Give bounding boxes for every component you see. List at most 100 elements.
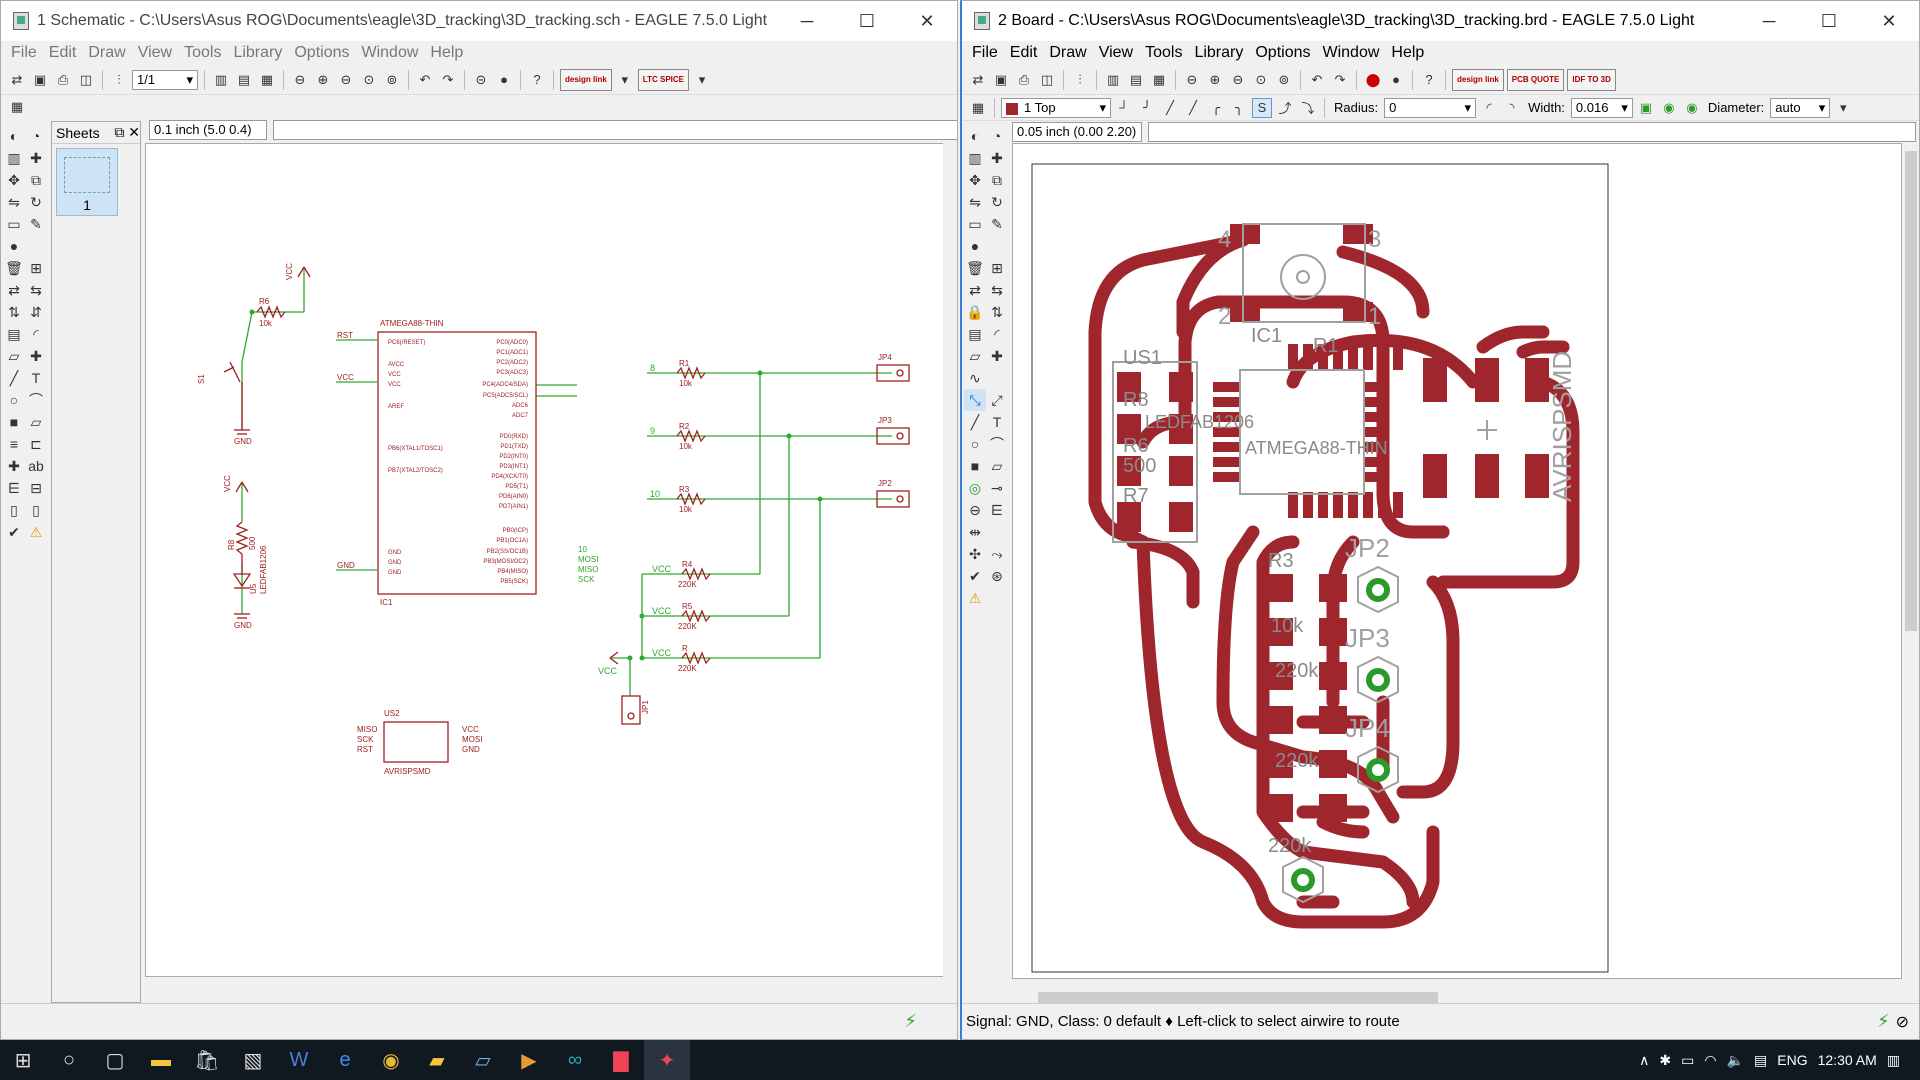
dropdown-icon[interactable]: ▾ — [698, 71, 706, 87]
group-icon[interactable]: ▭ — [968, 215, 982, 232]
bend-style-1-icon[interactable]: ╯ — [1143, 99, 1151, 115]
notification-icon[interactable]: ▤ — [1754, 1051, 1768, 1068]
script-icon[interactable]: ⫶ — [1078, 71, 1082, 87]
bend-style-5-icon[interactable]: ╮ — [1235, 99, 1243, 115]
search-icon[interactable]: ○ — [62, 1048, 76, 1071]
replace-icon[interactable]: ⇅ — [8, 303, 20, 320]
file-explorer-icon[interactable]: ▬ — [151, 1048, 171, 1071]
arc-icon[interactable]: ⌒ — [29, 392, 43, 408]
redraw-icon[interactable]: ⊚ — [386, 71, 398, 87]
ripup-icon[interactable]: ⤢ — [991, 391, 1003, 408]
arc-ccw-icon[interactable]: ◝ — [1509, 99, 1515, 115]
maximize-button[interactable]: ☐ — [858, 10, 876, 31]
bus-icon[interactable]: ≡ — [9, 436, 19, 452]
move-icon[interactable]: ✥ — [8, 171, 20, 188]
move-icon[interactable]: ✥ — [969, 171, 981, 188]
redraw-icon[interactable]: ⊚ — [1278, 71, 1290, 87]
menu-window[interactable]: Window — [361, 44, 419, 61]
name-icon[interactable]: ▤ — [968, 325, 982, 342]
attribute-icon[interactable]: ⋿ — [990, 501, 1004, 518]
mirror-icon[interactable]: ⇋ — [8, 193, 20, 210]
bend-style-2-icon[interactable]: ╱ — [1166, 99, 1174, 115]
attribute-icon[interactable]: ⋿ — [7, 479, 21, 496]
chrome-icon[interactable]: ◉ — [382, 1049, 400, 1072]
cam-icon[interactable]: ◫ — [1040, 71, 1054, 87]
delete-icon[interactable]: 🗑 — [5, 259, 23, 276]
task-view-icon[interactable]: ▢ — [105, 1049, 125, 1072]
lightning-icon[interactable]: ⚡ — [904, 1011, 917, 1031]
save-icon[interactable]: ▣ — [994, 71, 1008, 87]
language-indicator[interactable]: ENG — [1777, 1052, 1808, 1068]
mirror-icon[interactable]: ⇋ — [969, 193, 981, 210]
label-icon[interactable]: ab — [28, 458, 44, 474]
save-icon[interactable]: ▣ — [33, 71, 47, 87]
via-octagon-icon[interactable]: ◉ — [1686, 99, 1698, 115]
arduino-icon[interactable]: ∞ — [567, 1048, 583, 1071]
sheet-select[interactable]: 1/1▾ — [132, 69, 198, 90]
zoom-fit-icon[interactable]: ⊖ — [294, 71, 306, 87]
replace-icon[interactable]: ⇆ — [991, 281, 1003, 298]
wire-icon[interactable]: ╱ — [970, 413, 980, 430]
smash-icon[interactable]: ▱ — [8, 347, 20, 364]
board-hscroll[interactable] — [1012, 989, 1902, 1007]
command-icon[interactable]: ▦ — [260, 71, 274, 87]
print-icon[interactable]: ⎙ — [1018, 71, 1030, 87]
grid-icon[interactable]: ▦ — [971, 99, 985, 115]
panel-close-icon[interactable]: ⧉ ✕ — [114, 124, 140, 140]
split-icon[interactable]: ✚ — [30, 347, 42, 364]
close-button[interactable]: ✕ — [1881, 10, 1897, 31]
add-icon[interactable]: ⊞ — [30, 259, 42, 276]
name-icon[interactable]: ▤ — [7, 325, 21, 342]
schematic-canvas[interactable]: VCC R6 10k S1 GND VCC R8 500 U5 LEDFAB12… — [145, 143, 955, 977]
help-icon[interactable]: ? — [1425, 72, 1433, 87]
app-icon[interactable]: ▧ — [243, 1049, 263, 1072]
copy-icon[interactable]: ⧉ — [31, 171, 41, 188]
split-icon[interactable]: ✚ — [991, 347, 1003, 364]
notes-icon[interactable]: ▱ — [475, 1049, 491, 1072]
tray-chevron-icon[interactable]: ∧ — [1639, 1051, 1650, 1068]
command-line[interactable] — [1148, 122, 1916, 142]
grid-icon[interactable]: ▦ — [10, 99, 24, 114]
designlink-button[interactable]: design link — [560, 68, 612, 91]
bend-style-7-icon[interactable]: ⤴ — [1278, 101, 1292, 116]
show-icon[interactable]: ◔ — [992, 128, 1002, 144]
net-icon[interactable]: ⊏ — [30, 435, 42, 452]
diameter-select[interactable]: auto▾ — [1770, 97, 1831, 118]
invoke-icon[interactable]: ⇵ — [30, 303, 42, 320]
sheets-scrollbar[interactable] — [123, 147, 137, 987]
menu-edit[interactable]: Edit — [1009, 44, 1038, 61]
schematic-vscroll[interactable] — [943, 143, 957, 983]
meander-icon[interactable]: ∿ — [969, 369, 981, 386]
go-icon[interactable]: ● — [1392, 72, 1400, 87]
warning-icon[interactable]: ⚠ — [29, 523, 43, 540]
ltspice-button[interactable]: LTC SPICE — [637, 68, 689, 91]
menu-tools[interactable]: Tools — [1145, 44, 1183, 61]
menu-draw[interactable]: Draw — [1049, 44, 1087, 61]
frame2-icon[interactable]: ▯ — [32, 501, 40, 518]
menu-file[interactable]: File — [11, 44, 37, 61]
menu-help[interactable]: Help — [430, 44, 464, 61]
undo-icon[interactable]: ↶ — [1311, 71, 1323, 87]
show-icon[interactable]: ◔ — [31, 128, 41, 144]
board-drawing[interactable]: JP2 JP3 JP4 AVRISPSMD US1 IC1 R1 ATMEGA8… — [1013, 144, 1901, 978]
menu-help[interactable]: Help — [1391, 44, 1425, 61]
menu-tools[interactable]: Tools — [184, 44, 222, 61]
display-icon[interactable]: ▥ — [968, 149, 982, 166]
text-icon[interactable]: T — [31, 370, 41, 386]
copy-icon[interactable]: ⧉ — [992, 171, 1002, 188]
word-icon[interactable]: W — [289, 1048, 309, 1071]
arc-cw-icon[interactable]: ◜ — [1486, 99, 1492, 115]
value-icon[interactable]: ◜ — [33, 325, 39, 342]
hole-icon[interactable]: ⊖ — [969, 501, 981, 518]
bend-style-8-icon[interactable]: ⤵ — [1301, 101, 1315, 116]
office-icon[interactable]: ▇ — [613, 1049, 629, 1072]
circle-icon[interactable]: ○ — [970, 436, 980, 452]
board-canvas[interactable]: JP2 JP3 JP4 AVRISPSMD US1 IC1 R1 ATMEGA8… — [1012, 143, 1902, 979]
paste-icon[interactable]: ● — [9, 238, 19, 254]
paste-icon[interactable]: ● — [970, 238, 980, 254]
pinswap-icon[interactable]: ⇄ — [8, 281, 20, 298]
zoom-out-icon[interactable]: ⊖ — [340, 71, 352, 87]
hscroll-thumb[interactable] — [1038, 992, 1438, 1004]
rect-icon[interactable]: ■ — [970, 458, 980, 474]
wifi-icon[interactable]: ◠ — [1704, 1051, 1717, 1068]
